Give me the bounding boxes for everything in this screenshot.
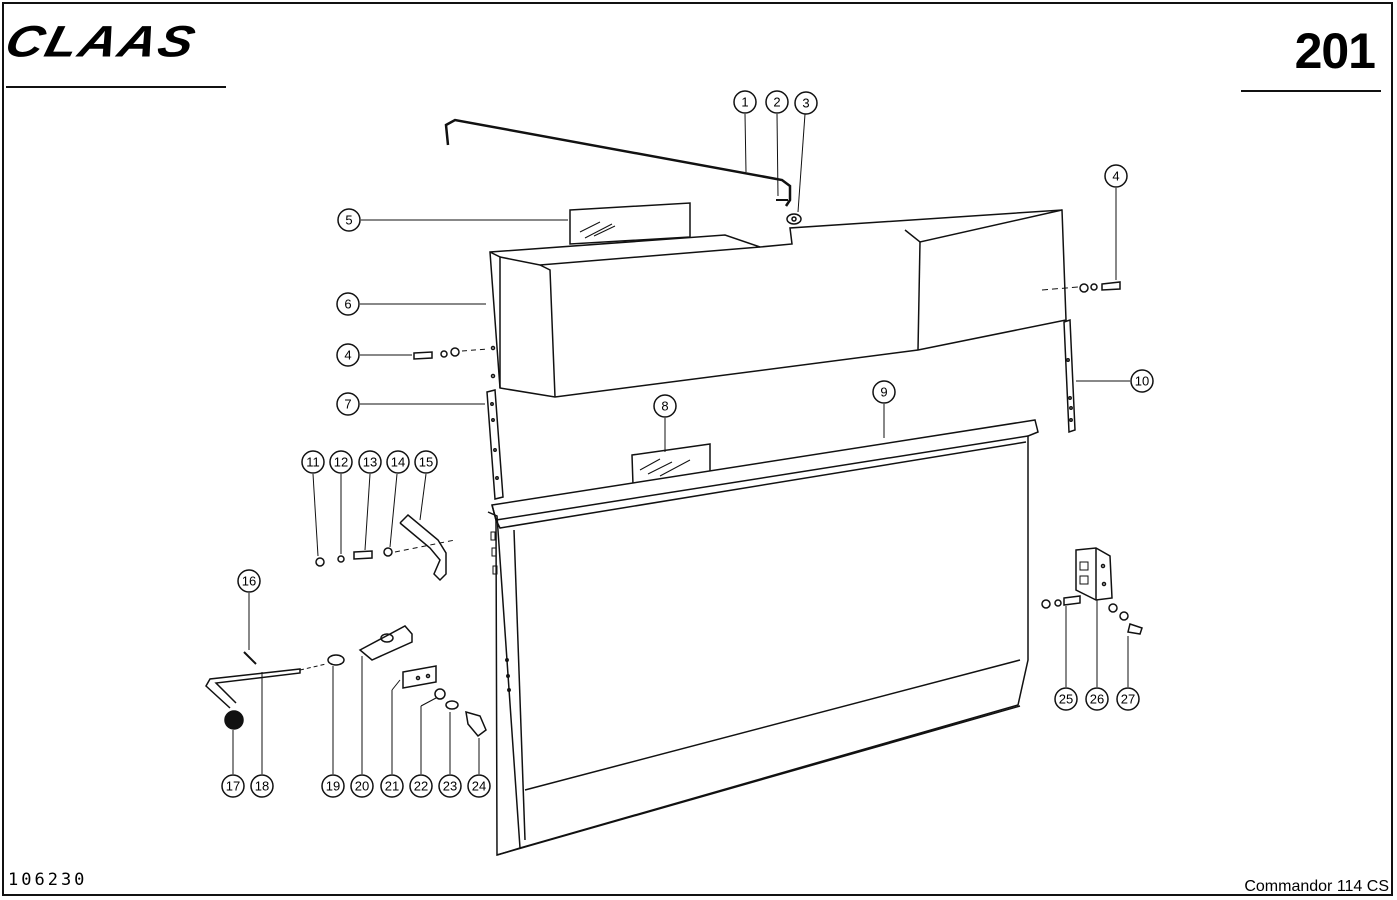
callout-4-right: 4 bbox=[1104, 164, 1128, 280]
callout-2-label: 2 bbox=[773, 95, 780, 110]
callout-17-label: 17 bbox=[226, 779, 240, 794]
callout-5: 5 bbox=[337, 208, 568, 232]
callout-21: 21 bbox=[380, 679, 404, 798]
callout-4-left: 4 bbox=[336, 343, 412, 367]
callout-13-label: 13 bbox=[363, 455, 377, 470]
callout-12: 12 bbox=[329, 450, 353, 554]
callout-1-label: 1 bbox=[741, 95, 748, 110]
callout-19: 19 bbox=[321, 666, 345, 798]
part-door-panel bbox=[487, 419, 1039, 857]
part-bolt-set-left bbox=[413, 347, 489, 360]
callout-20: 20 bbox=[350, 656, 374, 798]
callout-7-label: 7 bbox=[344, 397, 351, 412]
part-hinge-assembly bbox=[1041, 547, 1143, 635]
callout-15-label: 15 bbox=[419, 455, 433, 470]
callout-27-label: 27 bbox=[1121, 692, 1135, 707]
callout-22: 22 bbox=[409, 697, 437, 798]
part-bolt-set-right bbox=[1079, 281, 1121, 293]
callout-10-label: 10 bbox=[1135, 374, 1149, 389]
page-number: 201 bbox=[1294, 23, 1376, 79]
callout-25-label: 25 bbox=[1059, 692, 1073, 707]
callout-13: 13 bbox=[358, 450, 382, 551]
callout-7: 7 bbox=[336, 392, 485, 416]
callout-20-label: 20 bbox=[355, 779, 369, 794]
callout-16: 16 bbox=[237, 569, 261, 650]
callout-12-label: 12 bbox=[334, 455, 348, 470]
callout-3-label: 3 bbox=[802, 96, 809, 111]
callout-4-right-label: 4 bbox=[1112, 169, 1119, 184]
callout-10: 10 bbox=[1076, 369, 1154, 393]
model-name: Commandor 114 CS bbox=[1244, 878, 1389, 895]
callout-4-left-label: 4 bbox=[344, 348, 351, 363]
callout-9: 9 bbox=[872, 380, 896, 438]
callout-18: 18 bbox=[250, 672, 274, 798]
callout-24-label: 24 bbox=[472, 779, 486, 794]
callout-26-label: 26 bbox=[1090, 692, 1104, 707]
callout-16-label: 16 bbox=[242, 574, 256, 589]
logo-rule bbox=[6, 86, 226, 88]
callout-23: 23 bbox=[438, 712, 462, 798]
callout-8-label: 8 bbox=[661, 399, 668, 414]
callout-25: 25 bbox=[1054, 606, 1078, 711]
callout-8: 8 bbox=[653, 394, 677, 452]
part-strip-right bbox=[1063, 318, 1076, 434]
callout-21-label: 21 bbox=[385, 779, 399, 794]
callout-11-label: 11 bbox=[306, 455, 320, 470]
part-strip-left bbox=[486, 389, 504, 500]
callout-27: 27 bbox=[1116, 636, 1140, 711]
callout-18-label: 18 bbox=[255, 779, 269, 794]
part-hood bbox=[489, 209, 1067, 398]
part-washer bbox=[786, 213, 802, 225]
page-number-rule bbox=[1241, 90, 1381, 92]
callout-14: 14 bbox=[386, 450, 410, 548]
callout-26: 26 bbox=[1085, 600, 1109, 711]
callout-19-label: 19 bbox=[326, 779, 340, 794]
callout-5-label: 5 bbox=[345, 213, 352, 228]
document-code: 106230 bbox=[8, 870, 88, 890]
callout-15: 15 bbox=[414, 450, 438, 521]
callout-1: 1 bbox=[733, 90, 757, 173]
part-window-top bbox=[569, 202, 691, 245]
callout-6-label: 6 bbox=[344, 297, 351, 312]
callout-2: 2 bbox=[765, 90, 789, 197]
part-fasteners-left bbox=[315, 513, 456, 582]
callout-24: 24 bbox=[467, 738, 491, 798]
callout-11: 11 bbox=[301, 450, 325, 557]
callout-22-label: 22 bbox=[414, 779, 428, 794]
callout-6: 6 bbox=[336, 292, 486, 316]
callout-14-label: 14 bbox=[391, 455, 405, 470]
part-rod-top bbox=[444, 118, 792, 207]
callout-23-label: 23 bbox=[443, 779, 457, 794]
part-handle-assembly bbox=[205, 625, 487, 738]
callout-9-label: 9 bbox=[880, 385, 887, 400]
callout-17: 17 bbox=[221, 730, 245, 798]
callout-3: 3 bbox=[794, 91, 818, 213]
